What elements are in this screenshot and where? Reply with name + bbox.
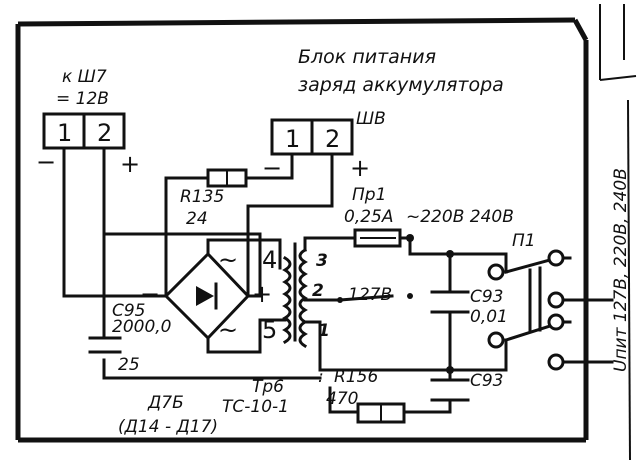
bridge-ref: Д7Б	[147, 393, 184, 413]
diode-bridge: ~ ~ + − Д7Б (Д14 - Д17)	[118, 246, 272, 437]
connector-sh6-label: ШВ	[356, 109, 386, 129]
connector-sh6-plus: +	[350, 154, 370, 182]
r156-value: 470	[326, 389, 358, 409]
switch-ref: П1	[512, 231, 536, 251]
connector-sh6-pin2: 2	[325, 125, 340, 153]
capacitor-c93-bottom: С93	[430, 371, 504, 402]
switch-p1: П1	[487, 231, 565, 371]
transformer-pin2: 2	[312, 281, 324, 301]
frame	[15, 4, 637, 461]
r156-dot: :	[318, 367, 324, 387]
connector-sh6-minus: −	[262, 154, 282, 182]
transformer-pin5: 5	[262, 316, 277, 344]
bridge-range: (Д14 - Д17)	[118, 417, 218, 437]
mains-label: Uпит 127В, 220В, 240В	[611, 168, 631, 372]
connector-sh6: ШВ 1 2 − +	[262, 109, 386, 182]
transformer-pin1: 1	[318, 321, 330, 341]
bridge-tilde-top: ~	[218, 246, 238, 274]
transformer-pin4: 4	[262, 246, 277, 274]
fuse-pr1: Пр1 0,25А ~220В 240В	[344, 185, 514, 248]
connector-sh6-pin1: 1	[285, 125, 300, 153]
wires	[62, 146, 614, 414]
r135-value: 24	[186, 209, 208, 229]
title-line2: заряд аккумулятора	[298, 74, 504, 96]
transformer-pin3: 3	[316, 251, 328, 271]
connector-sh7-voltage: = 12В	[56, 89, 109, 109]
resistor-r135: R135 24	[180, 168, 248, 229]
c95-value: 2000,0	[112, 317, 171, 337]
bridge-tilde-bottom: ~	[218, 316, 238, 344]
r135-ref: R135	[180, 187, 224, 207]
c93-main-ref: С93	[470, 287, 504, 307]
connector-sh7-minus: −	[36, 148, 56, 176]
c93-bottom-ref: С93	[470, 371, 504, 391]
resistor-r156: : R156 470	[318, 367, 406, 424]
bridge-minus: −	[140, 280, 160, 308]
connector-sh7-pin2: 2	[97, 119, 112, 147]
tap-127-label: 127В	[348, 285, 392, 305]
connector-sh7: к Ш7 = 12В 1 2 − +	[36, 67, 140, 178]
c95-ref: С95	[112, 301, 146, 321]
c93-main-value: 0,01	[470, 307, 508, 327]
connector-sh7-pin1: 1	[57, 119, 72, 147]
transformer-type: ТС-10-1	[222, 397, 289, 417]
diode-symbol-icon	[196, 286, 214, 306]
capacitor-c93-main: С93 0,01	[430, 287, 508, 327]
tap-127: 127В	[337, 250, 454, 374]
capacitor-c95: С95 2000,0 25	[88, 301, 171, 375]
fuse-ref: Пр1	[352, 185, 386, 205]
connector-sh7-label: к Ш7	[62, 67, 107, 87]
connector-sh7-plus: +	[120, 150, 140, 178]
title-line1: Блок питания	[298, 46, 436, 68]
transformer-ref: Тр6	[252, 377, 284, 397]
bridge-plus: +	[252, 280, 272, 308]
fuse-voltage: ~220В 240В	[406, 207, 514, 227]
r156-ref: R156	[334, 367, 378, 387]
c95-voltage: 25	[118, 355, 140, 375]
transformer: 4 5 3 2 1 Тр6 ТС-10-1	[222, 242, 330, 417]
fuse-value: 0,25А	[344, 207, 393, 227]
